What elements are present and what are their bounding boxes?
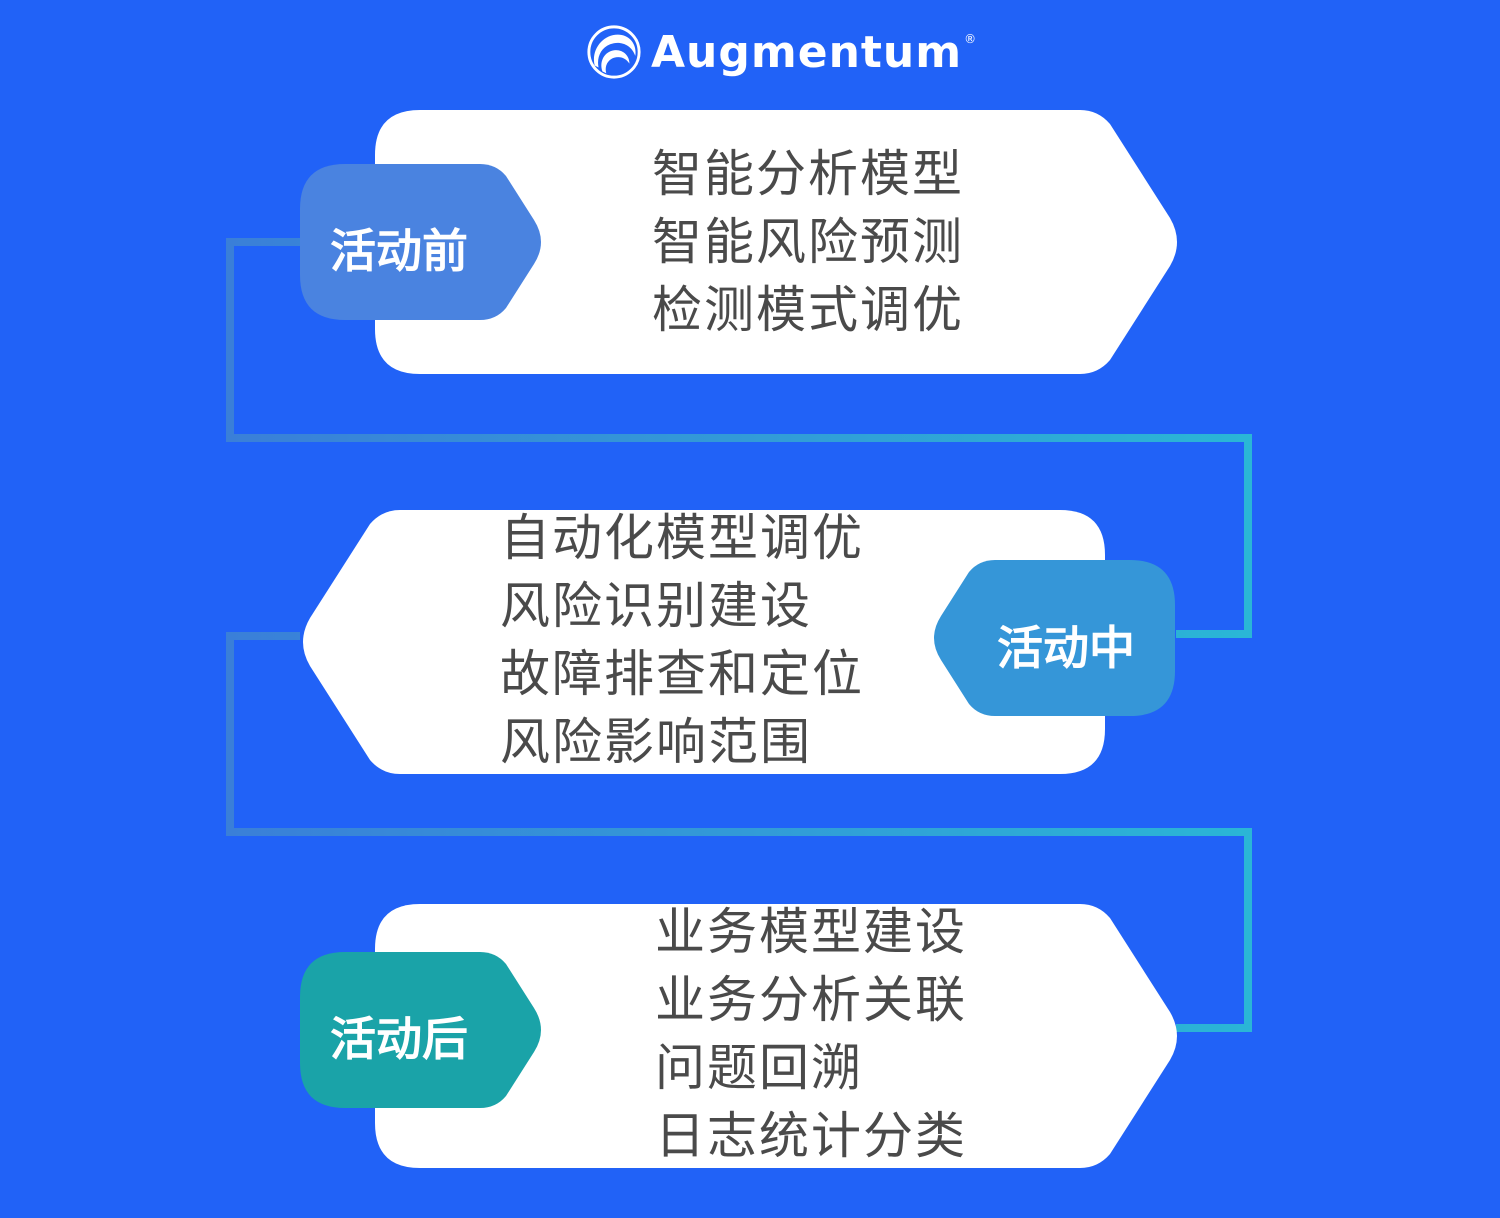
connector-lines	[226, 238, 1252, 1032]
stage-before-label: 活动前	[330, 224, 468, 278]
list-item: 日志统计分类	[655, 1107, 967, 1165]
connector-before-to-during	[226, 238, 1252, 638]
stage-after-card	[375, 904, 1177, 1168]
list-item: 风险影响范围	[500, 713, 812, 771]
augmentum-swirl-logo-icon	[587, 25, 641, 79]
logo: Augmentum ®	[585, 22, 976, 82]
list-item: 业务分析关联	[655, 971, 967, 1029]
list-item: 自动化模型调优	[500, 509, 864, 567]
stage-during-badge	[934, 560, 1175, 716]
logo-name: Augmentum	[651, 26, 963, 78]
list-item: 故障排查和定位	[500, 645, 864, 703]
list-item: 检测模式调优	[652, 281, 964, 339]
stage-after-badge	[300, 952, 541, 1108]
logo-registered-mark: ®	[964, 32, 977, 46]
list-item: 问题回溯	[655, 1039, 863, 1097]
stage-during-items: 自动化模型调优 风险识别建设 故障排查和定位 风险影响范围	[500, 504, 864, 776]
stage-before-card	[375, 110, 1177, 374]
connector-during-to-after	[226, 632, 1252, 1032]
stage-during-label: 活动中	[997, 621, 1135, 675]
stage-after-items: 业务模型建设 业务分析关联 问题回溯 日志统计分类	[655, 898, 967, 1170]
stage-before-items: 智能分析模型 智能风险预测 检测模式调优	[652, 140, 964, 344]
list-item: 业务模型建设	[655, 903, 967, 961]
stage-before-badge	[300, 164, 541, 320]
list-item: 智能风险预测	[652, 213, 964, 271]
stage-after-label: 活动后	[330, 1012, 468, 1066]
list-item: 风险识别建设	[500, 577, 812, 635]
list-item: 智能分析模型	[652, 145, 964, 203]
stage-during-card	[303, 510, 1105, 774]
